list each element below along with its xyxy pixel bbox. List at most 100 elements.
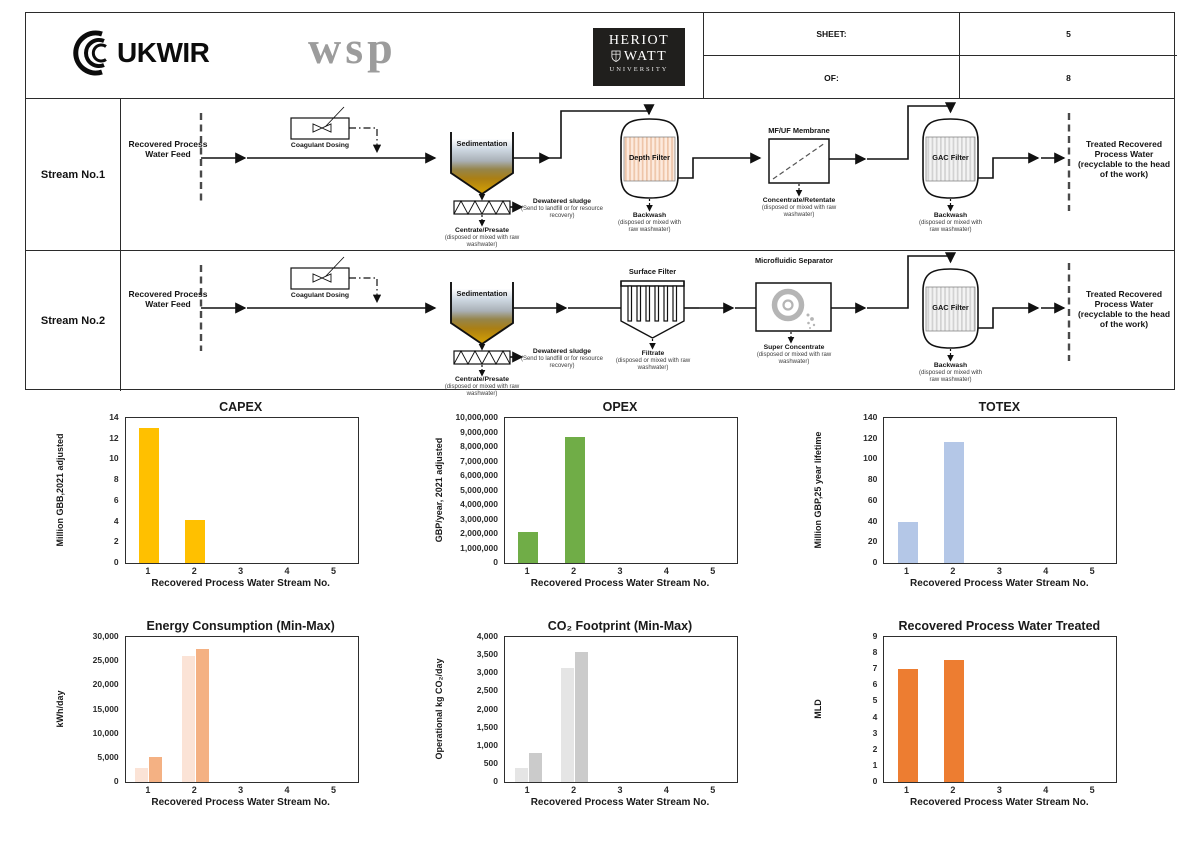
depth-filter-vessel xyxy=(620,118,679,212)
coagulant-dosing-unit xyxy=(290,106,382,154)
y-tick: 80 xyxy=(867,474,878,485)
bar-mld-cat1 xyxy=(897,669,918,782)
plot-area xyxy=(503,417,738,564)
wsp-logo: wsp xyxy=(308,22,397,73)
bar-min-cat1 xyxy=(514,768,528,782)
y-tick: 7,000,000 xyxy=(460,455,498,466)
y-tick: 3,500 xyxy=(476,649,498,660)
centrate-label: Centrate/Presate (disposed or mixed with… xyxy=(444,376,520,397)
stream2-row: Stream No.2 xyxy=(26,251,1174,397)
y-tick: 3,000,000 xyxy=(460,513,498,524)
x-axis-label: Recovered Process Water Stream No. xyxy=(530,797,710,808)
x-axis-label: Recovered Process Water Stream No. xyxy=(530,578,710,589)
y-tick: 5,000 xyxy=(97,751,119,762)
x-tick: 2 xyxy=(191,566,197,576)
x-axis-label: Recovered Process Water Stream No. xyxy=(151,578,330,589)
hw-shield-icon xyxy=(611,50,621,63)
ukwir-logo-text: UKWIR xyxy=(117,37,210,68)
x-tick: 5 xyxy=(710,566,716,576)
bar-opex-cat2 xyxy=(564,436,585,563)
y-tick: 2,000 xyxy=(476,703,498,714)
y-axis-label: kWh/day xyxy=(54,689,65,728)
dewatering-unit xyxy=(453,350,524,377)
x-tick: 1 xyxy=(145,785,151,795)
bar-capex-cat1 xyxy=(138,428,159,563)
x-tick: 4 xyxy=(284,785,290,795)
heriot-watt-logo: HERIOT WATT UNIVERSITY xyxy=(593,28,685,86)
ukwir-logo: UKWIR xyxy=(68,29,210,77)
x-tick: 3 xyxy=(617,566,623,576)
x-tick: 1 xyxy=(904,785,910,795)
y-tick: 140 xyxy=(863,412,878,422)
bar-totex-cat1 xyxy=(897,521,918,563)
flow-sheet-table: UKWIR wsp HERIOT WATT UNIVERSITY SHEET: … xyxy=(25,12,1177,397)
bar-capex-cat2 xyxy=(185,519,206,563)
surface-filter-unit xyxy=(620,280,685,350)
stream1-diagram: Recovered Process Water Feed Coagulant D… xyxy=(121,99,1176,250)
y-tick: 1,000,000 xyxy=(460,542,498,553)
bar-opex-cat1 xyxy=(518,531,539,563)
bar-mld-cat2 xyxy=(943,659,964,782)
y-tick: 1 xyxy=(872,759,878,770)
y-tick: 5,000,000 xyxy=(460,484,498,495)
coagulant-dosing-unit xyxy=(290,256,382,304)
bar-max-cat1 xyxy=(149,756,163,782)
y-tick: 8,000,000 xyxy=(460,441,498,451)
coagulant-label: Coagulant Dosing xyxy=(290,142,350,149)
y-tick: 15,000 xyxy=(92,703,119,714)
x-tick: 1 xyxy=(904,566,910,576)
plot-area xyxy=(124,636,359,783)
gac-backwash-label: Backwash (disposed or mixed with raw was… xyxy=(918,362,983,383)
y-tick: 0 xyxy=(493,776,498,786)
stream1-row: Stream No.1 xyxy=(26,99,1174,251)
treated-water-label: Treated Recovered Process Water (recycla… xyxy=(1077,139,1171,180)
hw-line1: HERIOT xyxy=(608,33,670,48)
y-tick: 2,500 xyxy=(476,685,498,696)
y-tick: 0 xyxy=(872,557,878,567)
y-tick: 3 xyxy=(872,727,878,738)
x-tick: 3 xyxy=(996,566,1002,576)
x-tick: 2 xyxy=(191,785,197,795)
x-tick: 2 xyxy=(571,785,577,795)
bar-max-cat2 xyxy=(575,652,589,782)
plot-area xyxy=(124,417,359,564)
depth-filter-label: Depth Filter xyxy=(628,153,671,162)
gac-filter-label: GAC Filter xyxy=(932,303,969,312)
coagulant-label: Coagulant Dosing xyxy=(290,292,350,299)
sedimentation-tank xyxy=(450,132,514,201)
x-tick: 5 xyxy=(330,785,336,795)
filtrate-label: Filtrate (disposed or mixed with raw was… xyxy=(615,350,691,371)
y-axis-label: GBP/year, 2021 adjusted xyxy=(433,437,444,542)
x-tick: 1 xyxy=(524,566,530,576)
of-label: OF: xyxy=(704,56,960,99)
chart-co2-footprint: CO₂ Footprint (Min-Max) Operational kg C… xyxy=(432,619,768,808)
hw-line2: WATT xyxy=(623,48,668,64)
x-tick: 4 xyxy=(663,785,669,795)
sedimentation-tank xyxy=(450,282,514,351)
y-tick: 25,000 xyxy=(92,655,119,666)
y-tick: 20 xyxy=(867,536,878,547)
y-tick: 12 xyxy=(109,432,119,443)
x-tick: 3 xyxy=(238,785,244,795)
y-tick: 1,000 xyxy=(476,739,498,750)
stream2-flow-svg xyxy=(199,252,1071,377)
x-tick: 5 xyxy=(1089,566,1095,576)
x-tick: 1 xyxy=(524,785,530,795)
bar-max-cat1 xyxy=(528,753,542,782)
membrane-label: MF/UF Membrane xyxy=(768,126,830,135)
x-tick: 4 xyxy=(284,566,290,576)
y-axis-label: MLD xyxy=(813,698,824,719)
sheet-value: 5 xyxy=(960,13,1177,56)
chart-title: CO₂ Footprint (Min-Max) xyxy=(547,619,693,633)
x-axis-label: Recovered Process Water Stream No. xyxy=(910,797,1089,808)
bar-totex-cat2 xyxy=(943,441,964,563)
y-tick: 500 xyxy=(483,757,498,768)
